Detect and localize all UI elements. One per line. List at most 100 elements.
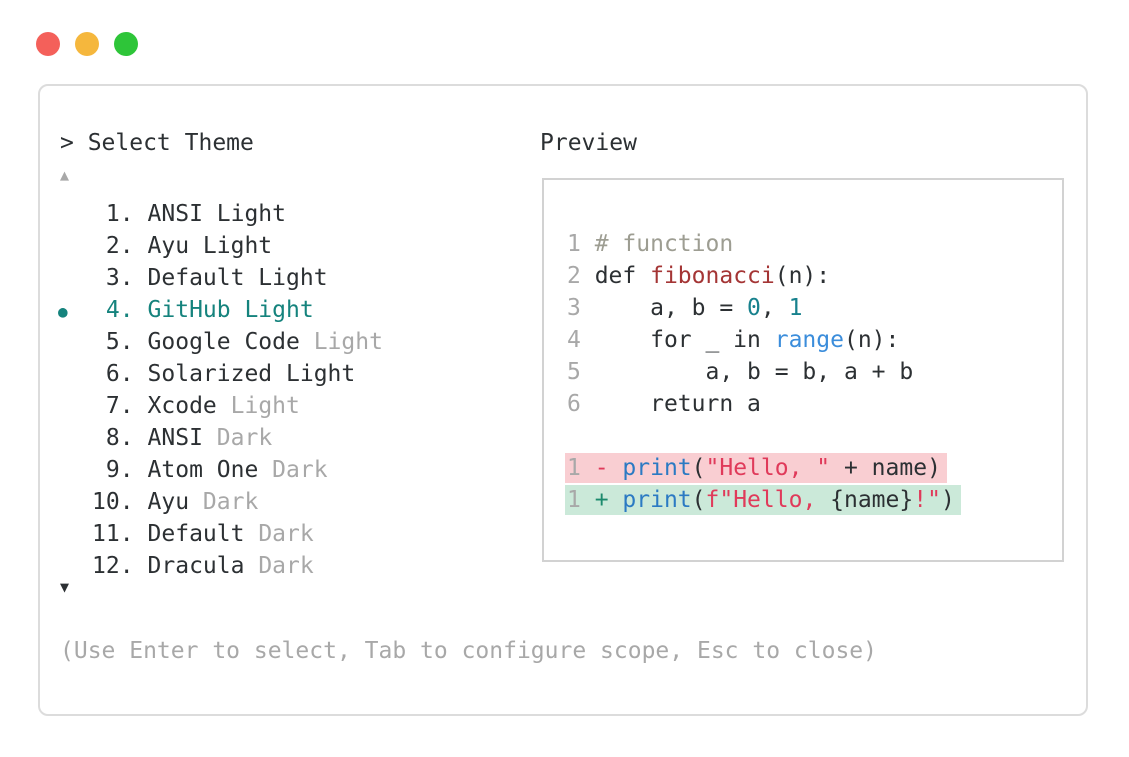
- code-token: ,: [760, 295, 789, 321]
- code-token-builtin: range: [774, 327, 844, 353]
- code-token-string: "Hello, ": [705, 455, 831, 481]
- code-line-5: 5 a, b = b, a + b: [567, 356, 1062, 388]
- theme-list: 1. ANSI Light 2. Ayu Light 3. Default Light…: [40, 198, 510, 582]
- line-number: 3: [567, 295, 581, 321]
- line-number: 2: [567, 263, 581, 289]
- code-line-4: 4 for _ in range(n):: [567, 324, 1062, 356]
- theme-suffix: Dark: [272, 457, 328, 483]
- theme-list-item-google-code-light[interactable]: 5. Google Code Light: [40, 326, 510, 358]
- code-line-2: 2 def fibonacci(n):: [567, 260, 1062, 292]
- code-token: a, b = b, a + b: [580, 359, 914, 385]
- item-number: 9.: [92, 457, 134, 483]
- code-token: return a: [580, 391, 761, 417]
- code-token: + name: [830, 455, 928, 481]
- theme-list-item-ayu-light[interactable]: 2. Ayu Light: [40, 230, 510, 262]
- theme-name: Ayu: [147, 489, 203, 515]
- code-line-3: 3 a, b = 0, 1: [567, 292, 1062, 324]
- diff-removed-line: 1 - print("Hello, " + name): [565, 452, 1062, 484]
- code-token: (n):: [774, 263, 831, 289]
- code-token-print: print: [622, 487, 692, 513]
- theme-name: Default: [147, 521, 259, 547]
- theme-list-item-default-dark[interactable]: 11. Default Dark: [40, 518, 510, 550]
- diff-added-highlight: 1 + print(f"Hello, {name}!"): [565, 485, 961, 515]
- diff-minus-sign: -: [580, 455, 623, 481]
- item-number: 3.: [92, 265, 134, 291]
- theme-list-item-dracula-dark[interactable]: 12. Dracula Dark: [40, 550, 510, 582]
- theme-suffix: Light: [230, 393, 300, 419]
- code-token: a, b =: [580, 295, 748, 321]
- code-token-function-name: fibonacci: [650, 263, 775, 289]
- theme-list-item-ayu-dark[interactable]: 10. Ayu Dark: [40, 486, 510, 518]
- code-token: ): [927, 455, 941, 481]
- code-token-keyword: def: [580, 263, 651, 289]
- theme-name: Default Light: [147, 265, 328, 291]
- item-number: 8.: [92, 425, 134, 451]
- diff-added-line: 1 + print(f"Hello, {name}!"): [565, 484, 1062, 516]
- code-line-1: 1 # function: [567, 228, 1062, 260]
- theme-name: Dracula: [147, 553, 259, 579]
- line-number: 4: [567, 327, 581, 353]
- item-number: 2.: [92, 233, 134, 259]
- theme-list-item-github-light[interactable]: ● 4. GitHub Light: [40, 294, 510, 326]
- code-blank-line: [567, 420, 1062, 452]
- theme-name: ANSI: [147, 425, 217, 451]
- close-button[interactable]: [36, 32, 60, 56]
- theme-list-item-default-light[interactable]: 3. Default Light: [40, 262, 510, 294]
- diff-removed-highlight: 1 - print("Hello, " + name): [565, 453, 947, 483]
- item-number: 1.: [92, 201, 134, 227]
- select-theme-prompt: > Select Theme: [60, 130, 254, 156]
- theme-list-item-ansi-light[interactable]: 1. ANSI Light: [40, 198, 510, 230]
- code-line-6: 6 return a: [567, 388, 1062, 420]
- window-controls: [36, 32, 138, 56]
- code-token: for _ in: [580, 327, 775, 353]
- zoom-button[interactable]: [114, 32, 138, 56]
- item-number: 5.: [92, 329, 134, 355]
- code-token: ): [940, 487, 955, 513]
- scroll-up-icon[interactable]: ▲: [60, 166, 70, 184]
- theme-list-item-solarized-light[interactable]: 6.Solarized Light: [40, 358, 510, 390]
- item-number: 7.: [92, 393, 134, 419]
- line-number: 6: [567, 391, 581, 417]
- scroll-down-icon[interactable]: ▼: [60, 578, 70, 596]
- theme-name: ANSI Light: [147, 201, 287, 227]
- line-number: 5: [567, 359, 581, 385]
- theme-picker-window: > Select Theme Preview ▲ 1. ANSI Light 2.…: [38, 84, 1088, 716]
- help-text: (Use Enter to select, Tab to configure s…: [60, 638, 877, 664]
- code-token: (n):: [843, 327, 900, 353]
- code-token: (: [691, 455, 706, 481]
- theme-list-item-ansi-dark[interactable]: 8. ANSI Dark: [40, 422, 510, 454]
- code-token-fstring: f"Hello,: [705, 487, 831, 513]
- preview-panel: 1 # function 2 def fibonacci(n): 3 a, b …: [542, 178, 1064, 562]
- item-number: 11.: [92, 521, 134, 547]
- diff-plus-sign: +: [580, 487, 623, 513]
- theme-list-item-atom-one-dark[interactable]: 9. Atom One Dark: [40, 454, 510, 486]
- line-number: 1: [567, 231, 581, 257]
- item-number: 6.: [92, 361, 134, 387]
- theme-suffix: Dark: [258, 553, 314, 579]
- theme-name: GitHub Light: [147, 297, 314, 323]
- theme-list-item-xcode-light[interactable]: 7. Xcode Light: [40, 390, 510, 422]
- theme-suffix: Dark: [202, 489, 259, 515]
- line-number: 1: [567, 455, 581, 481]
- theme-name: Google Code: [147, 329, 314, 355]
- preview-title: Preview: [540, 130, 637, 156]
- selected-bullet-icon: ●: [58, 302, 68, 321]
- code-token-number: 0: [747, 295, 761, 321]
- code-token-interpolation: {name}: [830, 487, 914, 513]
- theme-suffix: Dark: [216, 425, 273, 451]
- code-token-print: print: [622, 455, 692, 481]
- code-token-string: !": [913, 487, 941, 513]
- code-token-number: 1: [788, 295, 803, 321]
- theme-name: Atom One: [147, 457, 273, 483]
- item-number: 4.: [92, 297, 134, 323]
- item-number: 10.: [92, 489, 134, 515]
- line-number: 1: [567, 487, 581, 513]
- theme-name: Xcode: [147, 393, 231, 419]
- code-token-comment: # function: [580, 231, 734, 257]
- theme-name: Ayu Light: [147, 233, 273, 259]
- item-number: 12.: [92, 553, 134, 579]
- code-token: (: [691, 487, 706, 513]
- minimize-button[interactable]: [75, 32, 99, 56]
- theme-suffix: Light: [313, 329, 383, 355]
- theme-suffix: Dark: [258, 521, 314, 547]
